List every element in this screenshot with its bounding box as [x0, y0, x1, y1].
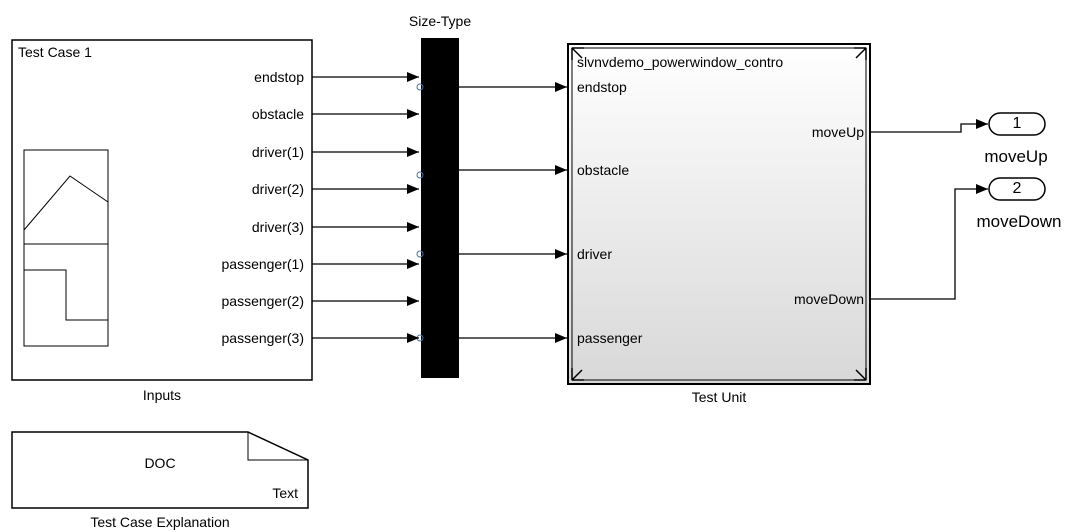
test-unit-title: slvnvdemo_powerwindow_contro: [577, 54, 784, 70]
test-unit-block[interactable]: [567, 43, 871, 385]
doc-block-subtitle: Text: [272, 485, 298, 501]
inputs-port-label: driver(1): [251, 144, 304, 160]
outport-2-number: 2: [1012, 180, 1022, 197]
test-unit-input-label: obstacle: [577, 162, 630, 178]
outport-2[interactable]: [988, 177, 1046, 201]
size-type-mux[interactable]: [421, 38, 459, 378]
input-wires: [312, 72, 419, 343]
inputs-port-label: driver(2): [251, 181, 304, 197]
inputs-block-title: Test Case 1: [18, 44, 92, 60]
inputs-port-label: driver(3): [251, 219, 304, 235]
outport-1[interactable]: [988, 112, 1046, 136]
inputs-block-caption: Inputs: [142, 387, 182, 403]
mux-output-wires: [459, 82, 567, 343]
subsystem-corner-marks: [571, 47, 867, 381]
doc-block-title: DOC: [144, 455, 176, 471]
test-unit-caption: Test Unit: [691, 389, 747, 405]
doc-block[interactable]: [11, 431, 309, 509]
size-type-caption: Size-Type: [408, 13, 472, 29]
inputs-port-label: passenger(2): [221, 293, 305, 309]
test-unit-input-label: passenger: [577, 330, 643, 346]
inputs-port-label: passenger(1): [221, 256, 305, 272]
test-unit-output-label: moveUp: [811, 124, 864, 140]
test-unit-input-label: driver: [577, 246, 613, 262]
output-wires: [870, 119, 988, 300]
outport-1-label: moveUp: [984, 147, 1048, 166]
test-unit-input-label: endstop: [577, 79, 627, 95]
inputs-port-label: obstacle: [251, 106, 304, 122]
signal-preview: [23, 149, 109, 347]
outport-2-label: moveDown: [976, 212, 1062, 231]
test-unit-output-label: moveDown: [793, 291, 864, 307]
inputs-port-label: endstop: [254, 69, 304, 85]
outport-1-number: 1: [1012, 115, 1022, 132]
doc-block-caption: Test Case Explanation: [90, 514, 230, 530]
inputs-port-label: passenger(3): [221, 330, 305, 346]
